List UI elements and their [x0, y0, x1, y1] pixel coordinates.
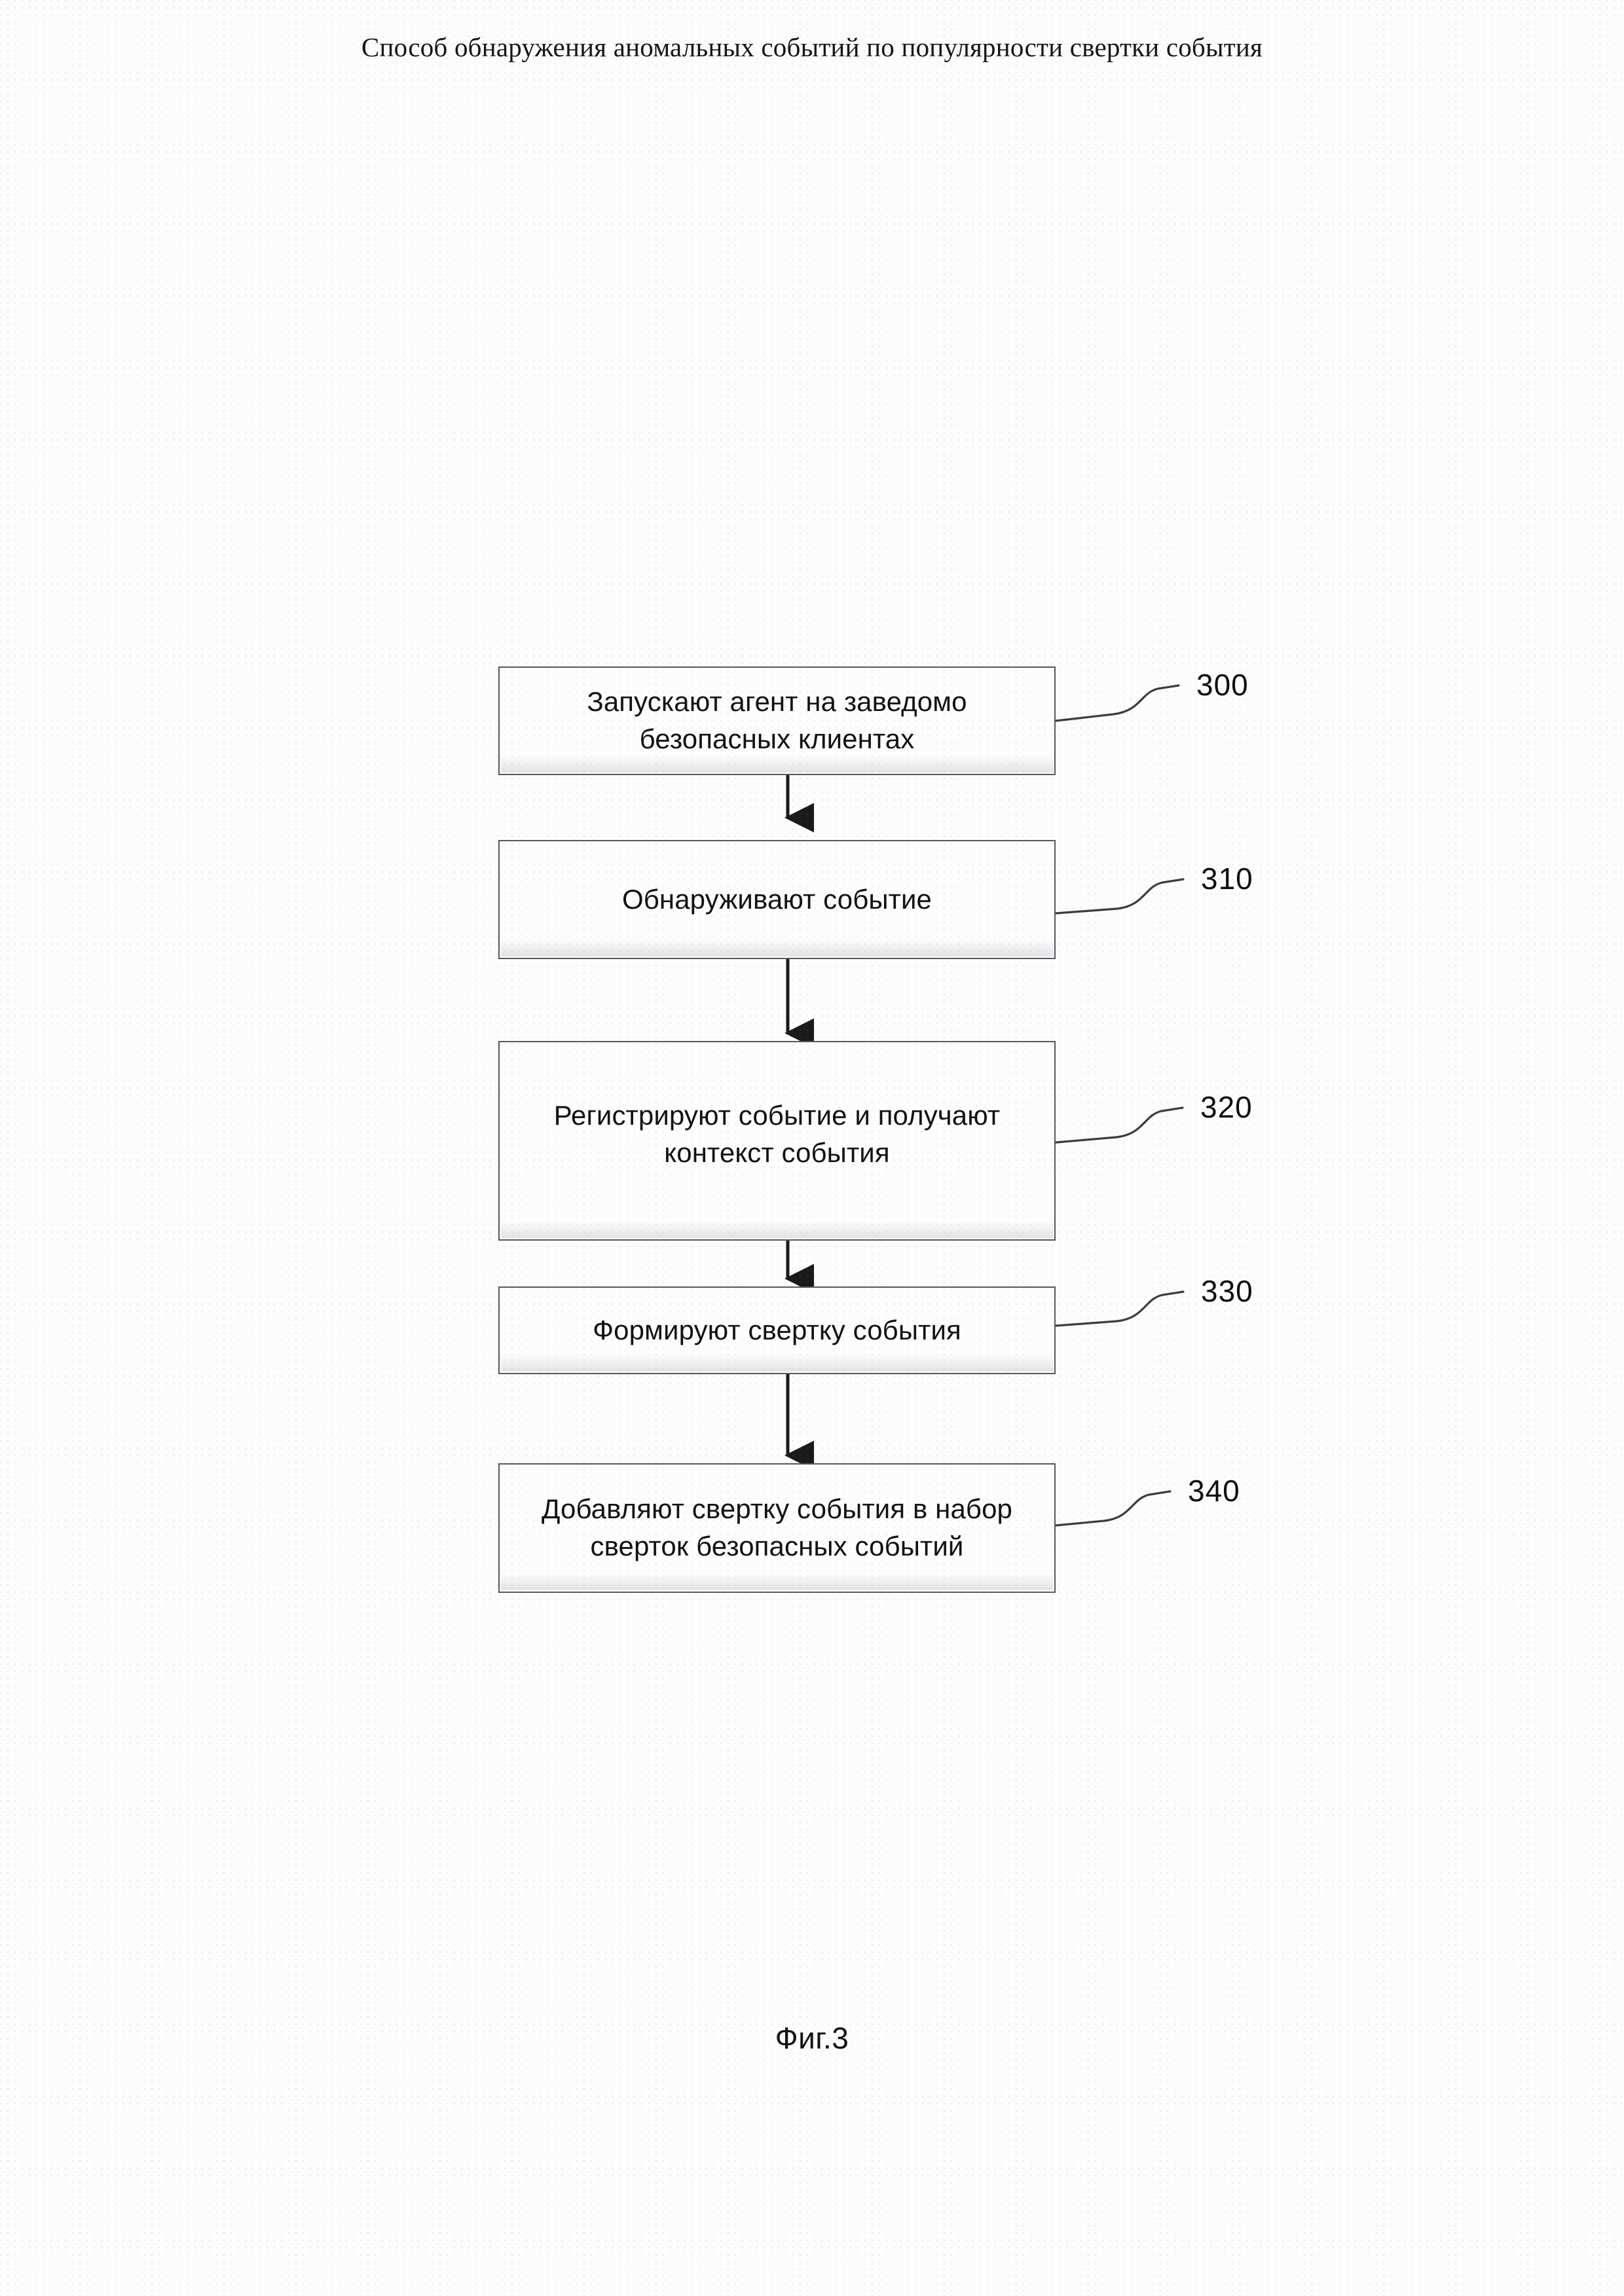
flow-step-320[interactable]: Регистрируют событие и получают контекст… [498, 1041, 1056, 1241]
flow-step-340-line-1: Добавляют свертку события в набор [542, 1493, 1012, 1524]
flow-step-300[interactable]: Запускают агент на заведомо безопасных к… [498, 666, 1056, 775]
leader-line-300 [1054, 684, 1180, 722]
ref-label-330: 330 [1201, 1274, 1253, 1308]
flow-step-330-line-1: Формируют свертку события [593, 1314, 961, 1345]
flow-step-300-text: Запускают агент на заведомо безопасных к… [587, 683, 967, 757]
flow-step-320-line-2: контекст события [664, 1137, 890, 1168]
page-title: Способ обнаружения аномальных событий по… [361, 32, 1263, 62]
ref-label-340: 340 [1188, 1474, 1240, 1508]
flow-step-340-text: Добавляют свертку события в набор сверто… [542, 1491, 1012, 1565]
ref-label-310: 310 [1201, 862, 1253, 896]
flow-step-330-text: Формируют свертку события [593, 1312, 961, 1349]
leader-line-320 [1054, 1106, 1184, 1144]
leader-line-340 [1054, 1490, 1172, 1527]
flow-step-340-line-2: сверток безопасных событий [590, 1530, 964, 1561]
flow-step-320-text: Регистрируют событие и получают контекст… [554, 1097, 1001, 1171]
leader-line-310 [1054, 878, 1185, 915]
flow-step-330[interactable]: Формируют свертку события [498, 1286, 1056, 1374]
flow-step-320-line-1: Регистрируют событие и получают [553, 1100, 1001, 1131]
ref-label-320: 320 [1200, 1090, 1253, 1124]
flow-step-310[interactable]: Обнаруживают событие [498, 840, 1056, 959]
flow-step-300-line-2: безопасных клиентах [639, 723, 915, 754]
flow-step-300-line-1: Запускают агент на заведомо [587, 686, 967, 718]
ref-label-300: 300 [1196, 668, 1249, 702]
flow-step-340[interactable]: Добавляют свертку события в набор сверто… [498, 1463, 1056, 1593]
flow-step-310-line-1: Обнаруживают событие [621, 883, 932, 915]
leader-line-330 [1054, 1290, 1185, 1327]
figure-caption: Фиг.3 [775, 2021, 849, 2055]
flow-step-310-text: Обнаруживают событие [622, 881, 932, 919]
